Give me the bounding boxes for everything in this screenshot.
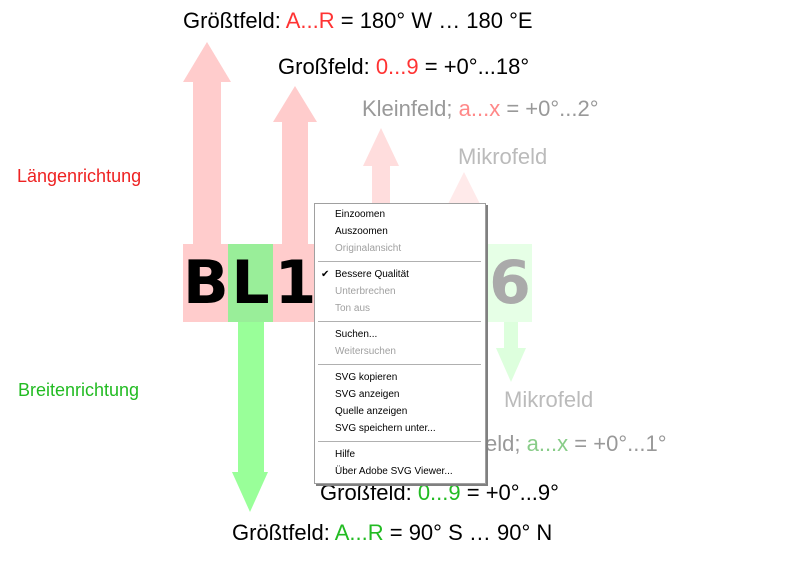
label-value: = +0°...18° xyxy=(418,54,530,79)
locator-char-l: L xyxy=(231,248,270,318)
label-range: a...x xyxy=(526,431,569,456)
menu-item-svg-anzeigen[interactable]: SVG anzeigen xyxy=(335,389,400,400)
label-prefix: eld; xyxy=(485,431,527,456)
arrow-groesstfeld-laenge xyxy=(183,42,231,244)
label-prefix: Großfeld: xyxy=(278,54,376,79)
label-range: A...R xyxy=(285,8,335,33)
menu-item-weitersuchen: Weitersuchen xyxy=(335,346,396,357)
label-prefix: Größtfeld: xyxy=(232,520,335,545)
menu-item-unterbrechen: Unterbrechen xyxy=(335,286,396,297)
arrow-grossfeld-laenge xyxy=(273,86,317,244)
menu-item-originalansicht: Originalansicht xyxy=(335,243,402,254)
menu-item-ueber-adobe-svg-viewer[interactable]: Über Adobe SVG Viewer... xyxy=(335,466,453,477)
label-value: = 90° S … 90° N xyxy=(383,520,553,545)
menu-separator xyxy=(318,364,481,365)
label-grossfeld-breite: Großfeld: 0...9 = +0°...9° xyxy=(320,480,559,506)
label-groesstfeld-breite: Größtfeld: A...R = 90° S … 90° N xyxy=(232,520,552,546)
label-prefix: Großfeld: xyxy=(320,480,418,505)
box-char-1 xyxy=(273,244,318,322)
label-kleinfeld-breite: eld; a...x = +0°...1° xyxy=(485,431,667,457)
label-laengenrichtung: Längenrichtung xyxy=(17,166,142,186)
label-mikrofeld-laenge: Mikrofeld xyxy=(458,144,548,169)
label-breitenrichtung: Breitenrichtung xyxy=(18,380,140,400)
menu-item-hilfe[interactable]: Hilfe xyxy=(335,449,356,460)
locator-char-6: 6 xyxy=(489,248,531,318)
label-value: = +0°...9° xyxy=(460,480,559,505)
menu-item-einzoomen[interactable]: Einzoomen xyxy=(335,209,386,220)
arrow-groesstfeld-breite xyxy=(232,322,268,512)
locator-char-b: B xyxy=(183,248,229,318)
box-char-l xyxy=(228,244,273,322)
menu-item-suchen[interactable]: Suchen... xyxy=(335,329,378,340)
menu-separator xyxy=(318,441,481,442)
label-value: = +0°...2° xyxy=(500,96,599,121)
box-char-6 xyxy=(484,244,532,322)
box-char-b xyxy=(183,244,228,322)
menu-item-svg-kopieren[interactable]: SVG kopieren xyxy=(335,372,398,383)
context-menu: Einzoomen Auszoomen Originalansicht ✔ Be… xyxy=(314,203,486,484)
label-groesstfeld-laenge: Größtfeld: A...R = 180° W … 180 °E xyxy=(183,8,533,34)
label-prefix: Größtfeld: xyxy=(183,8,286,33)
menu-item-auszoomen[interactable]: Auszoomen xyxy=(335,226,388,237)
checkmark-icon: ✔ xyxy=(321,269,330,280)
menu-separator xyxy=(318,261,481,262)
label-mikrofeld-breite: Mikrofeld xyxy=(504,387,594,412)
menu-separator xyxy=(318,321,481,322)
label-range: 0...9 xyxy=(375,54,419,79)
label-range: a...x xyxy=(458,96,501,121)
label-range: 0...9 xyxy=(417,480,461,505)
label-kleinfeld-laenge: Kleinfeld; a...x = +0°...2° xyxy=(362,96,599,122)
menu-item-svg-speichern[interactable]: SVG speichern unter... xyxy=(335,423,436,434)
menu-item-quelle-anzeigen[interactable]: Quelle anzeigen xyxy=(335,406,408,417)
label-prefix: Kleinfeld; xyxy=(362,96,459,121)
label-value: = +0°...1° xyxy=(568,431,667,456)
label-value: = 180° W … 180 °E xyxy=(334,8,533,33)
label-grossfeld-laenge: Großfeld: 0...9 = +0°...18° xyxy=(278,54,529,80)
label-range: A...R xyxy=(334,520,384,545)
locator-char-1: 1 xyxy=(274,248,317,318)
arrow-mikrofeld-breite xyxy=(496,322,526,382)
arrow-mikrofeld-laenge xyxy=(448,172,480,204)
menu-item-ton-aus: Ton aus xyxy=(335,303,371,314)
menu-item-bessere-qualitaet[interactable]: Bessere Qualität xyxy=(335,269,409,280)
